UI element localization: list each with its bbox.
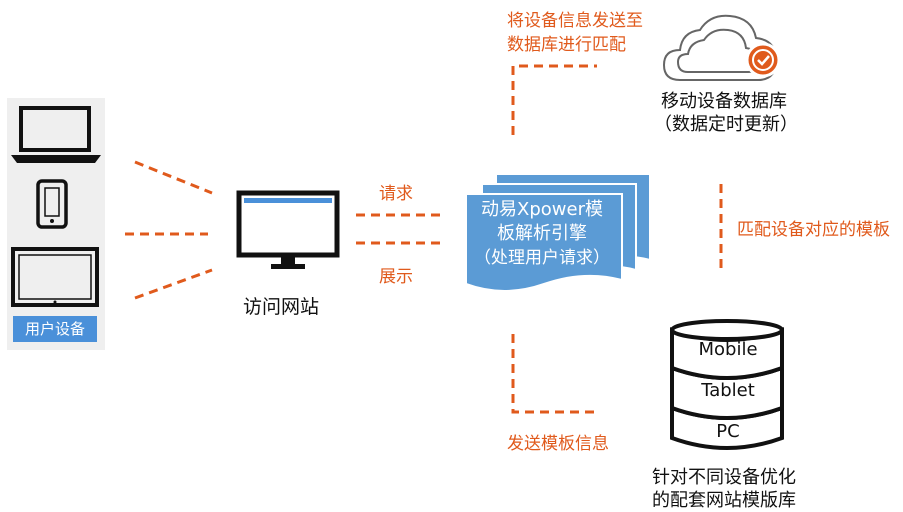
- match-template-connector: [719, 184, 723, 268]
- laptop-icon: [11, 106, 101, 163]
- send-template-connector: [511, 334, 597, 414]
- request-display-lines: [356, 213, 440, 245]
- template-db-line2: 的配套网站模版库: [652, 490, 796, 511]
- request-label: 请求: [379, 184, 413, 204]
- send-to-db-line2: 数据库进行匹配: [507, 35, 626, 55]
- engine-document-stack: [465, 173, 651, 290]
- mobile-db-line1: 移动设备数据库: [661, 91, 787, 112]
- db-layer-tablet: Tablet: [701, 380, 755, 401]
- monitor-icon: [236, 190, 340, 269]
- match-template-label: 匹配设备对应的模板: [737, 220, 890, 240]
- send-template-label: 发送模板信息: [507, 434, 609, 454]
- phone-icon: [36, 179, 68, 229]
- device-panel: 用户设备: [7, 98, 105, 350]
- cloud-check-icon: [662, 14, 781, 81]
- display-label: 展示: [379, 267, 413, 287]
- send-to-db-line1: 将设备信息发送至: [507, 11, 643, 31]
- website-label: 访问网站: [243, 296, 320, 318]
- devices-panel-label: 用户设备: [13, 316, 97, 342]
- db-layer-mobile: Mobile: [698, 339, 758, 360]
- engine-title-line1: 动易Xpower模: [481, 199, 603, 220]
- engine-title-line2: 板解析引擎: [497, 223, 587, 244]
- tablet-icon: [11, 247, 99, 307]
- device-connector-lines: [125, 160, 213, 300]
- send-to-db-connector: [511, 64, 597, 135]
- db-layer-pc: PC: [716, 421, 740, 442]
- mobile-db-line2: （数据定时更新）: [654, 114, 798, 135]
- template-db-cylinder: [670, 319, 784, 450]
- engine-subtitle: （处理用户请求）: [474, 248, 610, 268]
- template-db-line1: 针对不同设备优化: [652, 467, 796, 488]
